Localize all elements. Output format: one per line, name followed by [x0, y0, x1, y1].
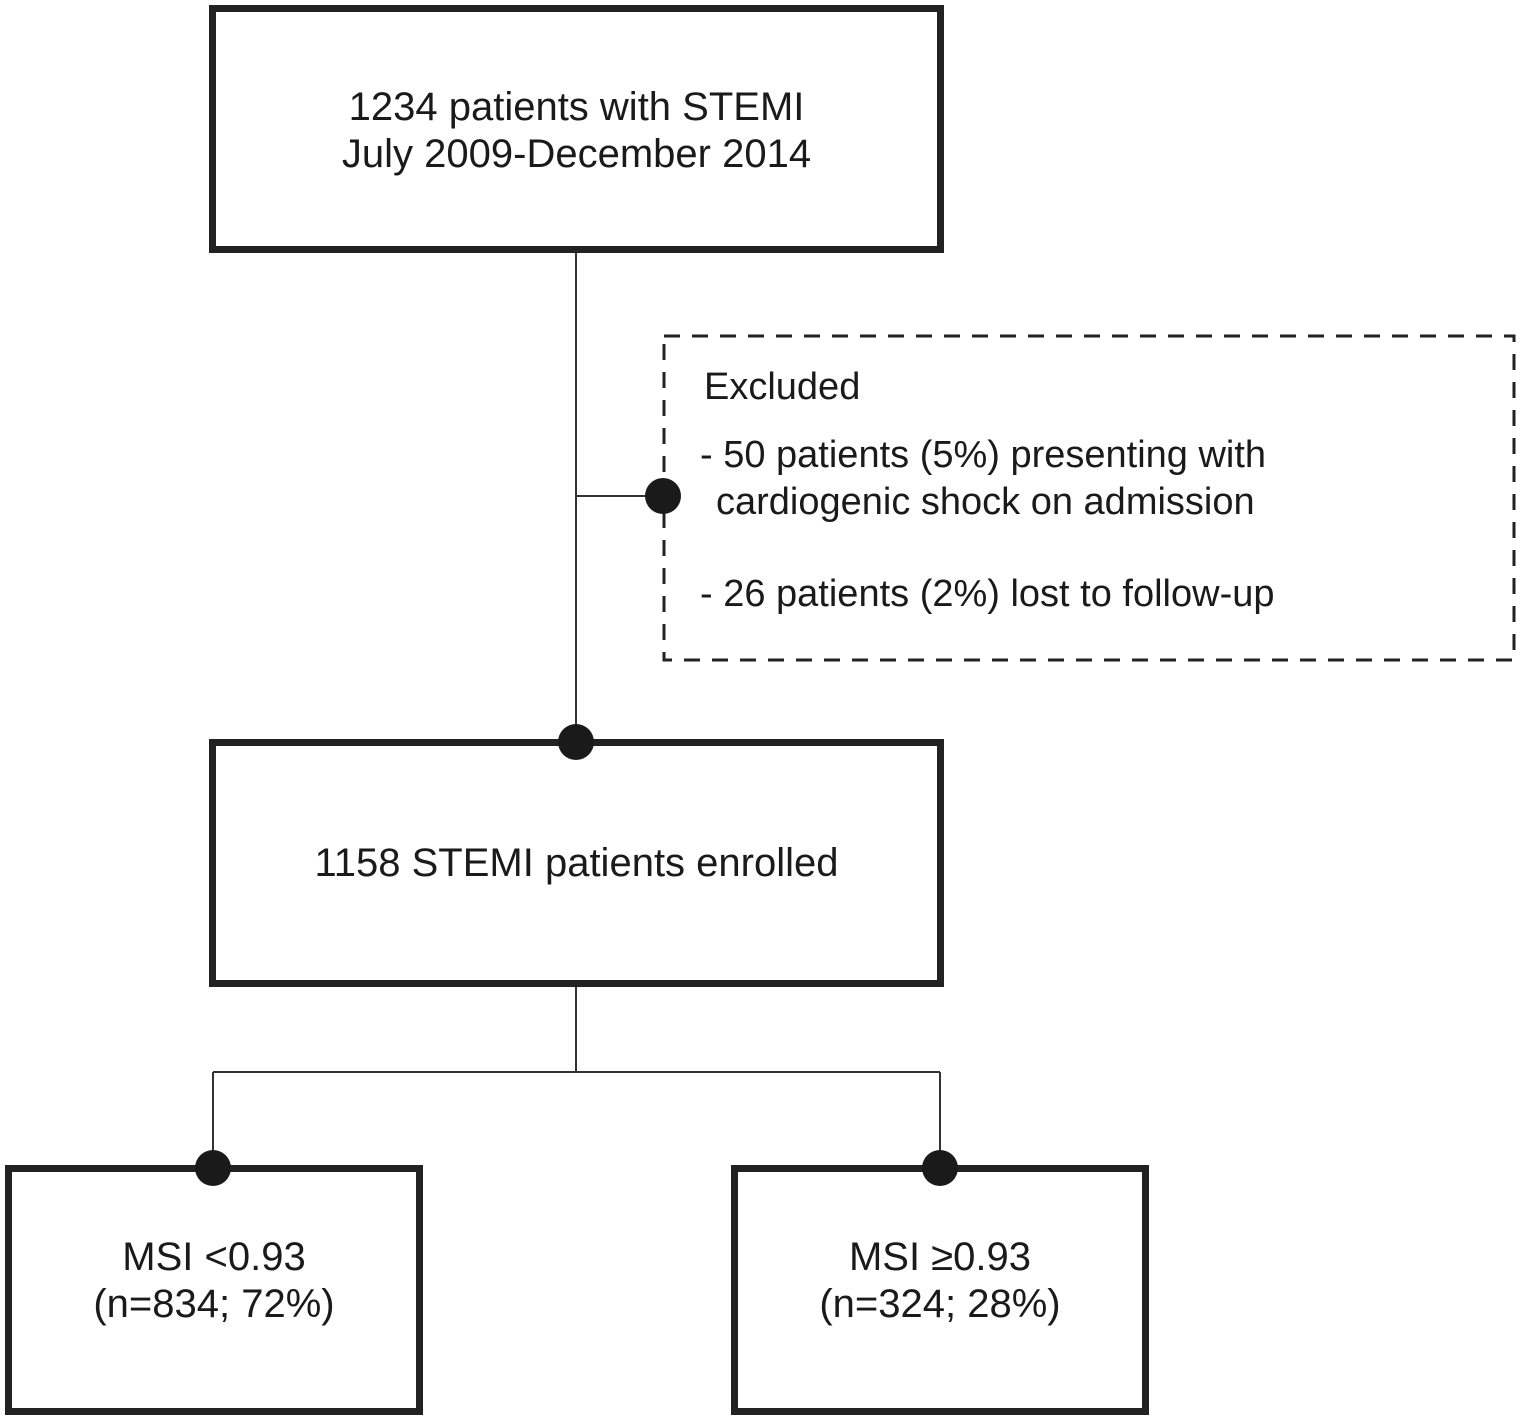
excluded-box: Excluded - 50 patients (5%) presenting w… — [662, 334, 1516, 662]
enrolled-patients-box: 1158 STEMI patients enrolled — [209, 739, 944, 987]
msi-high-label: MSI ≥0.93 — [848, 1235, 1032, 1279]
excluded-item-1-line-2: cardiogenic shock on admission — [716, 481, 1255, 523]
excluded-heading: Excluded — [704, 366, 861, 408]
excluded-item-lost-to-follow-up: - 26 patients (2%) lost to follow-up — [700, 573, 1275, 615]
msi-high-group-box: MSI ≥0.93 (n=324; 28%) — [731, 1165, 1149, 1415]
excluded-item-cardiogenic-shock: - 50 patients (5%) presenting with cardi… — [700, 432, 1480, 526]
excluded-item-1-line-1: - 50 patients (5%) presenting with — [700, 434, 1267, 476]
msi-low-group-box: MSI <0.93 (n=834; 72%) — [5, 1165, 423, 1415]
enrolled-patients-count: 1158 STEMI patients enrolled — [314, 840, 839, 885]
total-patients-count: 1234 patients with STEMI — [348, 85, 805, 129]
msi-high-count: (n=324; 28%) — [819, 1282, 1061, 1326]
msi-low-count: (n=834; 72%) — [93, 1282, 335, 1326]
study-period: July 2009-December 2014 — [341, 132, 812, 176]
msi-low-label: MSI <0.93 — [122, 1235, 306, 1279]
total-patients-box: 1234 patients with STEMI July 2009-Decem… — [209, 5, 944, 253]
